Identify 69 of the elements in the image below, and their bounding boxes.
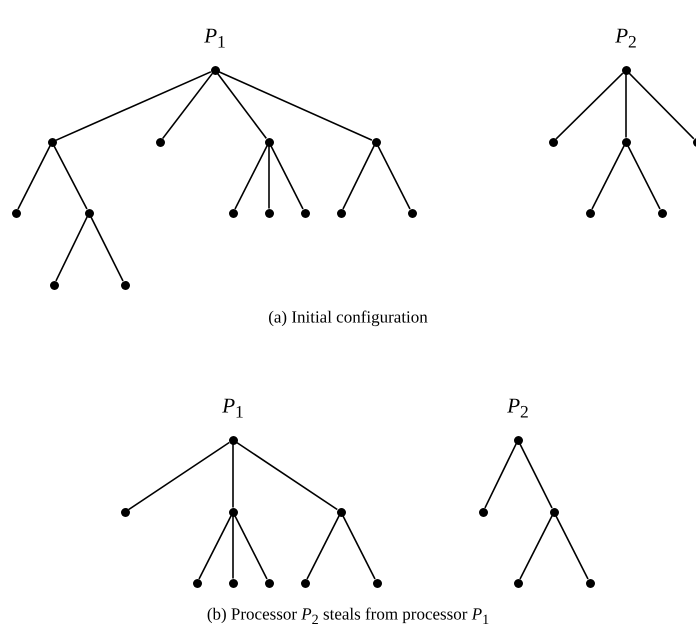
tree-edge: [53, 146, 88, 210]
tree-edge: [56, 71, 212, 141]
tree-node-dot: [478, 508, 488, 516]
tree-edge: [232, 516, 234, 578]
tree-node-dot: [336, 508, 346, 516]
tree-edge: [342, 516, 376, 580]
tree-node-dot: [192, 578, 202, 588]
tree-edge: [232, 444, 234, 508]
tree-node-dot: [336, 208, 346, 218]
tree-edge: [556, 72, 624, 140]
tree-node-dot: [120, 508, 130, 516]
tree-node-dot: [658, 208, 666, 218]
tree-node-dot: [228, 208, 238, 218]
tree-node-dot: [514, 436, 522, 444]
tree-node-dot: [264, 208, 274, 218]
tree-edge: [377, 146, 411, 210]
processor-label: P$_{2}$: [507, 394, 529, 422]
tree-node-dot: [372, 578, 382, 588]
tree-node-dot: [228, 508, 238, 516]
tree-node-dot: [210, 66, 220, 74]
tree-edge: [306, 516, 340, 580]
tree-edge: [628, 72, 694, 140]
tree-node-dot: [408, 208, 416, 218]
tree-node-dot: [156, 138, 164, 146]
processor-label: P$_{1}$: [222, 394, 244, 422]
tree-edge: [484, 444, 517, 508]
tree-node-dot: [228, 436, 238, 444]
tree-edge: [162, 73, 213, 139]
subfigure-caption: (a) Initial configuration: [268, 308, 428, 328]
tree-node-dot: [300, 208, 310, 218]
tree-edge: [90, 216, 124, 282]
tree-node-dot: [586, 208, 594, 218]
processor-label: P$_{2}$: [615, 24, 637, 52]
tree-edge: [270, 146, 304, 210]
subfigure-caption: (b) Processor P$_{2}$ steals from processor P$_{1}$: [206, 606, 490, 628]
tree-edge: [236, 442, 338, 510]
tree-node-dot: [48, 138, 56, 146]
tree-edge: [555, 516, 589, 580]
tree-edge: [591, 146, 625, 210]
tree-edge: [519, 444, 553, 508]
tree-edge: [627, 146, 661, 210]
tree-edge: [625, 74, 627, 138]
tree-node-dot: [12, 208, 20, 218]
tree-node-dot: [50, 280, 58, 290]
tree-node-dot: [264, 138, 274, 146]
tree-edge: [128, 442, 230, 510]
tree-node-dot: [120, 280, 130, 290]
tree-edge: [198, 516, 232, 580]
tree-node-dot: [372, 138, 380, 146]
tree-node-dot: [228, 578, 238, 588]
tree-node-dot: [622, 66, 630, 74]
tree-edge: [342, 146, 375, 210]
tree-edge: [234, 516, 268, 580]
tree-node-dot: [622, 138, 630, 146]
tree-node-dot: [84, 208, 94, 218]
tree-edge: [217, 73, 267, 139]
tree-edge: [268, 146, 270, 208]
tree-node-dot: [550, 508, 558, 516]
tree-node-dot: [586, 578, 594, 588]
tree-node-dot: [514, 578, 522, 588]
tree-node-dot: [264, 578, 274, 588]
tree-edge: [17, 146, 51, 210]
tree-edge: [55, 216, 88, 282]
tree-edge: [519, 516, 553, 580]
processor-label: P$_{1}$: [204, 24, 226, 52]
tree-edge: [218, 71, 372, 141]
tree-edge: [234, 146, 268, 210]
tree-node-dot: [300, 578, 310, 588]
tree-node-dot: [548, 138, 558, 146]
